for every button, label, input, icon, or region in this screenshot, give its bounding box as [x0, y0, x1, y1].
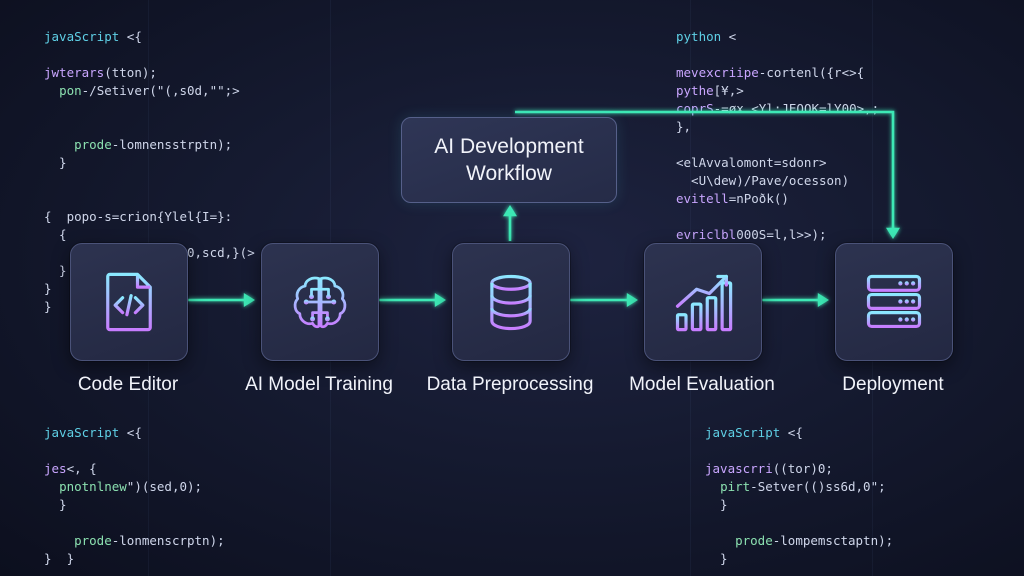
- code-line: }: [44, 155, 67, 170]
- code-snippet-bottom-left: javaScript <{ jes<, { pnotnlnew")(sed,0)…: [44, 424, 225, 568]
- code-line: mevexcriipe-cortenl({r<>{: [676, 65, 865, 80]
- code-line: pon-/Setiver("(,s0d,"";>: [59, 83, 240, 98]
- node-ai-model-training[interactable]: [261, 243, 379, 361]
- code-line: { popo-s=crion{Ylel{I=}:: [44, 209, 233, 224]
- edge-data-preprocessing-to-model-evaluation-arrowhead: [626, 293, 638, 307]
- code-line: }: [44, 497, 67, 512]
- node-label-data-preprocessing: Data Preprocessing: [426, 374, 594, 395]
- edge-model-evaluation-to-deployment-arrowhead: [817, 293, 829, 307]
- code-line: evriclbl000S=l,l>>);: [676, 227, 827, 242]
- node-label-deployment: Deployment: [842, 374, 944, 395]
- code-line: prode-lomnensstrptn);: [74, 137, 233, 152]
- code-line: pythe[¥,>: [676, 83, 744, 98]
- code-line: }: [44, 263, 67, 278]
- code-line: <U\dew)/Pave/ocesson): [676, 173, 850, 188]
- code-line: } }: [44, 551, 75, 566]
- server-stack-icon: [866, 274, 922, 329]
- code-line: {: [44, 227, 67, 242]
- edge-code-editor-to-ai-model-training-arrowhead: [243, 293, 255, 307]
- code-line: javaScript <{: [705, 425, 803, 440]
- edge-title-to-deployment-arrowhead: [886, 227, 900, 239]
- code-line: jwterars(tton);: [44, 65, 157, 80]
- node-label-ai-model-training: AI Model Training: [245, 374, 393, 395]
- node-label-code-editor: Code Editor: [77, 374, 179, 395]
- code-line: prode-lonmenscrptn);: [74, 533, 225, 548]
- database-icon: [490, 274, 532, 331]
- bar-chart-icon: [675, 274, 733, 332]
- workflow-title-line-1: AI Development: [434, 134, 584, 158]
- code-line: pnotnlnew")(sed,0);: [59, 479, 203, 494]
- code-line: <elAvvalomont=sdonr>: [676, 155, 827, 170]
- node-label-model-evaluation: Model Evaluation: [629, 374, 775, 395]
- code-line: javascrri((tor)0;: [705, 461, 833, 476]
- workflow-title-box: AI Development Workflow: [401, 117, 617, 203]
- code-line: }: [705, 551, 728, 566]
- code-line: python <: [676, 29, 737, 44]
- code-line: prode-lompemsctaptn);: [735, 533, 894, 548]
- code-line: jes<, {: [44, 461, 97, 476]
- code-line: javaScript <{: [44, 29, 142, 44]
- brain-circuit-icon: [293, 276, 347, 329]
- workflow-title-line-2: Workflow: [466, 162, 552, 185]
- edge-ai-model-training-to-data-preprocessing-arrowhead: [434, 293, 446, 307]
- edge-data-preprocessing-to-title-arrowhead: [503, 205, 517, 217]
- code-snippet-bottom-right: javaScript <{ javascrri((tor)0; pirt-Set…: [705, 424, 893, 568]
- edge-title-to-deployment: [515, 110, 895, 235]
- node-deployment[interactable]: [835, 243, 953, 361]
- code-line: },: [676, 119, 692, 134]
- code-line: }: [44, 281, 52, 296]
- node-code-editor[interactable]: [70, 243, 188, 361]
- code-line: evitell=nPoðk(): [676, 191, 789, 206]
- node-data-preprocessing[interactable]: [452, 243, 570, 361]
- code-line: }: [44, 299, 52, 314]
- node-model-evaluation[interactable]: [644, 243, 762, 361]
- code-line: pirt-Setver(()ss6d,0";: [720, 479, 886, 494]
- code-line: javaScript <{: [44, 425, 142, 440]
- code-file-icon: [106, 272, 152, 332]
- code-line: }: [705, 497, 728, 512]
